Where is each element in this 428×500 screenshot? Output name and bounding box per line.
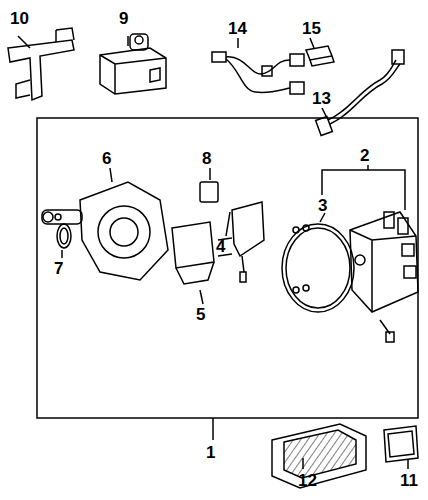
condenser-part: [200, 168, 218, 202]
callout-number: 3: [318, 197, 327, 214]
distributor-housing: [42, 168, 168, 280]
connector-clip: [306, 38, 334, 66]
callout-number: 13: [312, 90, 331, 107]
rotor: [226, 202, 264, 282]
ignition-coil: [100, 34, 166, 94]
callout-number: 2: [360, 147, 369, 164]
callout-number: 1: [206, 444, 215, 461]
callout-number: 9: [119, 10, 128, 27]
ignitor-module: [172, 222, 232, 304]
callout-number: 5: [196, 306, 205, 323]
bracket-part: [8, 28, 74, 100]
leader-line: [367, 165, 369, 170]
seal-plate: [384, 426, 418, 469]
callout-number: 4: [216, 238, 225, 255]
group-bracket: [322, 170, 405, 210]
screws: [55, 214, 309, 293]
callout-number: 15: [302, 20, 321, 37]
distributor-cap: [350, 212, 418, 342]
leader-line: [212, 418, 214, 440]
callout-number: 12: [298, 472, 317, 489]
callout-number: 6: [102, 150, 111, 167]
cap-gasket: [282, 213, 354, 312]
callout-number: 14: [228, 20, 247, 37]
cover-plate: [272, 424, 366, 488]
callout-number: 10: [10, 10, 29, 27]
callout-number: 8: [202, 150, 211, 167]
wire-harness: [212, 38, 304, 94]
callout-number: 11: [400, 472, 418, 489]
assembly-frame: [37, 118, 418, 418]
o-ring: [57, 224, 71, 258]
callout-number: 7: [54, 260, 63, 277]
